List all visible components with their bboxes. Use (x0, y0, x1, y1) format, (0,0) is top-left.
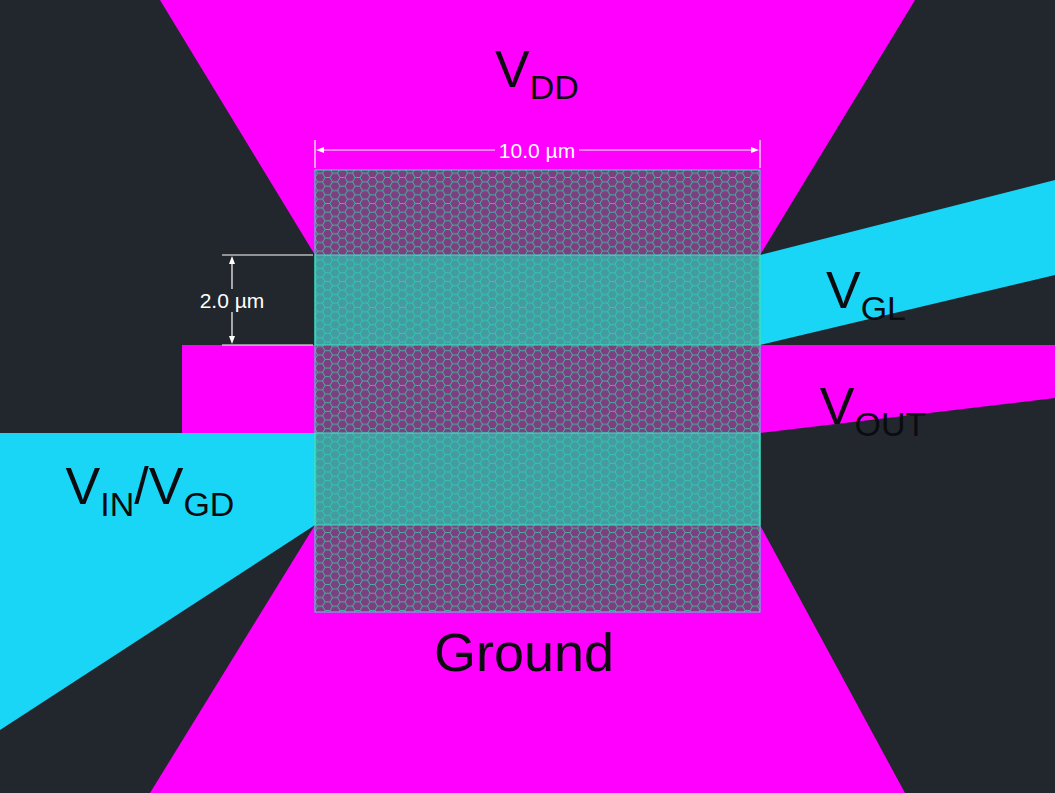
top-gate-lead (760, 180, 1055, 345)
graphene-lattice (315, 170, 760, 612)
dimension-text: 10.0 µm (495, 139, 579, 162)
graphene-outline (315, 170, 760, 612)
gate-label: VGL (826, 264, 906, 325)
graphene-sheet (315, 170, 760, 612)
output-label: VOUT (820, 380, 926, 441)
input-label: VIN/VGD (66, 460, 235, 521)
top-gate (315, 255, 760, 345)
bottom-gate (315, 433, 760, 525)
ground-label: Ground (434, 625, 614, 679)
dimension-text: 2.0 µm (196, 289, 269, 312)
supply-label: VDD (495, 43, 579, 104)
